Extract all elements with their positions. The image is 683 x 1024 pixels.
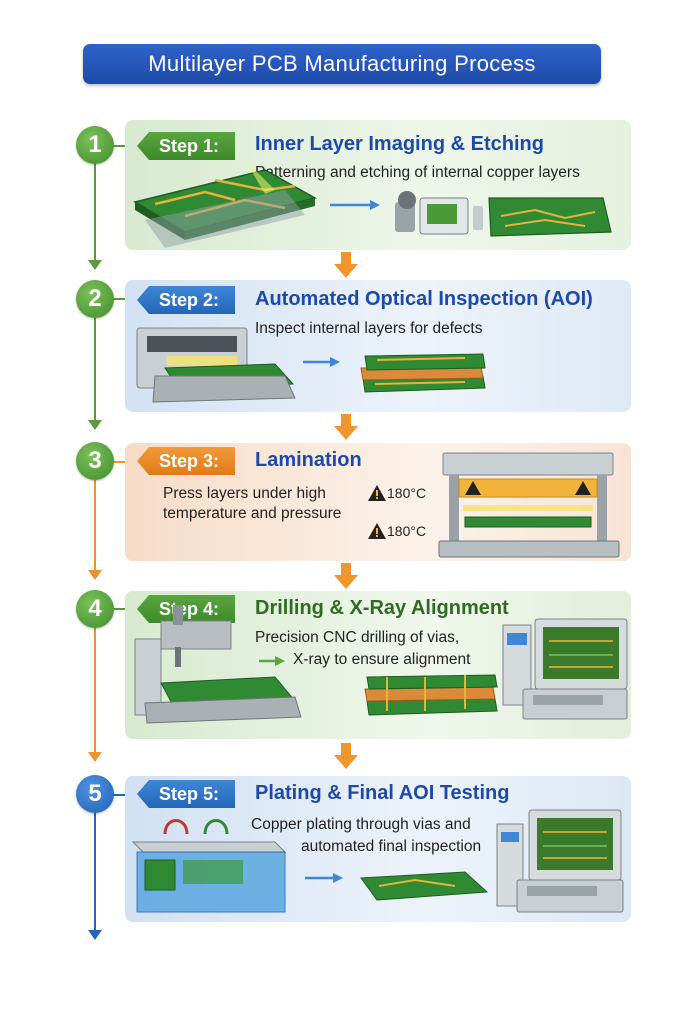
step-title-5: Plating & Final AOI Testing	[255, 782, 510, 804]
step-panel-2: Step 2: Automated Optical Inspection (AO…	[125, 280, 631, 412]
temperature-label-bottom: 180°C	[387, 523, 427, 539]
step-title-2: Automated Optical Inspection (AOI)	[255, 288, 593, 310]
flow-arrow-4-5	[334, 743, 358, 769]
step-number-5: 5	[76, 775, 114, 813]
step-description-1: Patterning and etching of internal coppe…	[255, 164, 580, 181]
step-panel-5: Step 5: Plating & Final AOI Testing Copp…	[125, 776, 631, 922]
timeline-segment-5	[94, 812, 96, 932]
timeline-arrow-1	[88, 260, 102, 270]
step-description-3b: temperature and pressure	[163, 505, 342, 522]
step-number-4: 4	[76, 590, 114, 628]
step-tag-3: Step 3:	[137, 447, 236, 475]
step-title-1: Inner Layer Imaging & Etching	[255, 133, 544, 155]
step-description-4b: X-ray to ensure alignment	[293, 651, 471, 668]
timeline-segment-4	[94, 626, 96, 754]
aoi-machine-illustration	[136, 327, 486, 403]
step-description-2: Inspect internal layers for defects	[255, 320, 483, 337]
step-title-3: Lamination	[255, 449, 362, 471]
step-tag-2: Step 2:	[137, 286, 236, 314]
step-number-1: 1	[76, 126, 114, 164]
lamination-press-illustration	[438, 452, 620, 558]
page-title: Multilayer PCB Manufacturing Process	[83, 44, 601, 84]
step-title-4: Drilling & X-Ray Alignment	[255, 597, 509, 619]
flow-arrow-3-4	[334, 563, 358, 589]
timeline-arrow-4	[88, 752, 102, 762]
step-number-3: 3	[76, 442, 114, 480]
flow-arrow-1-2	[334, 252, 358, 278]
step-panel-4: Step 4: Drilling & X-Ray Alignment Preci…	[125, 591, 631, 739]
timeline-segment-2	[94, 318, 96, 422]
plating-tank-illustration	[131, 809, 624, 913]
warning-icon	[368, 485, 386, 501]
timeline-segment-3	[94, 480, 96, 572]
step-number-2: 2	[76, 280, 114, 318]
cnc-drill-illustration	[134, 605, 628, 724]
step-description-4a: Precision CNC drilling of vias,	[255, 629, 460, 646]
timeline-arrow-2	[88, 420, 102, 430]
warning-icon	[368, 523, 386, 539]
timeline-segment-1	[94, 158, 96, 262]
step-tag-1: Step 1:	[137, 132, 236, 160]
step-tag-5: Step 5:	[137, 780, 236, 808]
step-description-3a: Press layers under high	[163, 485, 326, 502]
timeline-arrow-5	[88, 930, 102, 940]
timeline-arrow-3	[88, 570, 102, 580]
temperature-label-top: 180°C	[387, 485, 427, 501]
flow-arrow-2-3	[334, 414, 358, 440]
step-panel-3: Step 3: Lamination Press layers under hi…	[125, 443, 631, 561]
step-panel-1: Step 1: Inner Layer Imaging & Etching Pa…	[125, 120, 631, 250]
step-description-5b: automated final inspection	[301, 838, 482, 855]
pcb-imaging-illustration	[133, 160, 612, 248]
step-description-5a: Copper plating through vias and	[251, 816, 471, 833]
